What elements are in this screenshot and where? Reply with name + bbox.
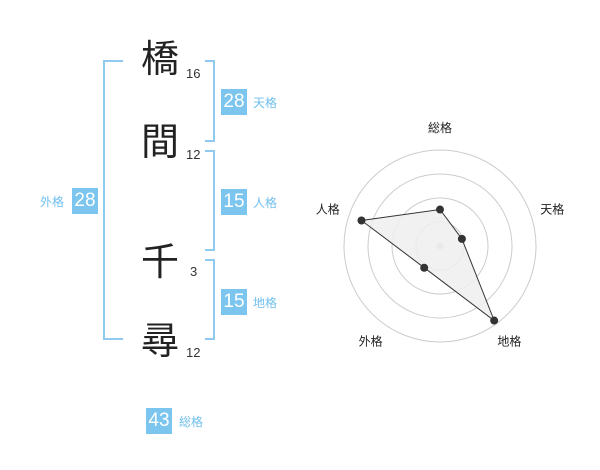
chikaku-bracket	[205, 259, 215, 340]
soukaku-label: 総格	[179, 415, 204, 429]
gaikaku-label: 外格	[40, 195, 65, 209]
radar-grid-ring	[367, 173, 513, 319]
radar-grid-ring	[391, 197, 489, 295]
radar-point	[457, 234, 466, 243]
radar-point	[357, 216, 366, 225]
stroke-count-1: 16	[186, 66, 201, 81]
radar-shape	[360, 208, 496, 323]
name-char-1: 橋	[140, 37, 179, 81]
tenkaku-bracket	[205, 60, 215, 142]
radar-point	[436, 205, 444, 214]
stroke-count-2: 12	[186, 147, 201, 162]
jinkaku-label: 人格	[253, 196, 278, 210]
gaikaku-value: 28	[72, 188, 98, 214]
chikaku-value: 15	[221, 289, 247, 315]
name-char-4: 尋	[140, 319, 179, 363]
jinkaku-value: 15	[221, 189, 247, 215]
jinkaku-bracket	[205, 150, 215, 251]
radar-axis-label: 外格	[359, 333, 383, 348]
radar-axis-label: 総格	[428, 120, 452, 135]
tenkaku-value: 28	[221, 89, 247, 115]
stroke-count-4: 12	[186, 345, 201, 360]
radar-axis-label: 地格	[497, 333, 521, 348]
name-char-2: 間	[140, 120, 179, 164]
radar-grid-ring	[343, 149, 537, 343]
stroke-count-3: 3	[190, 264, 198, 279]
radar-points	[357, 205, 499, 325]
radar-point	[420, 263, 429, 272]
chikaku-label: 地格	[253, 296, 278, 310]
radar-axis-label: 天格	[540, 202, 564, 217]
soukaku-value: 43	[146, 408, 172, 434]
radar-axis-label: 人格	[316, 202, 340, 217]
gaikaku-bracket	[103, 60, 123, 340]
radar-point	[490, 316, 499, 325]
tenkaku-label: 天格	[253, 96, 278, 110]
name-char-3: 千	[140, 240, 179, 284]
